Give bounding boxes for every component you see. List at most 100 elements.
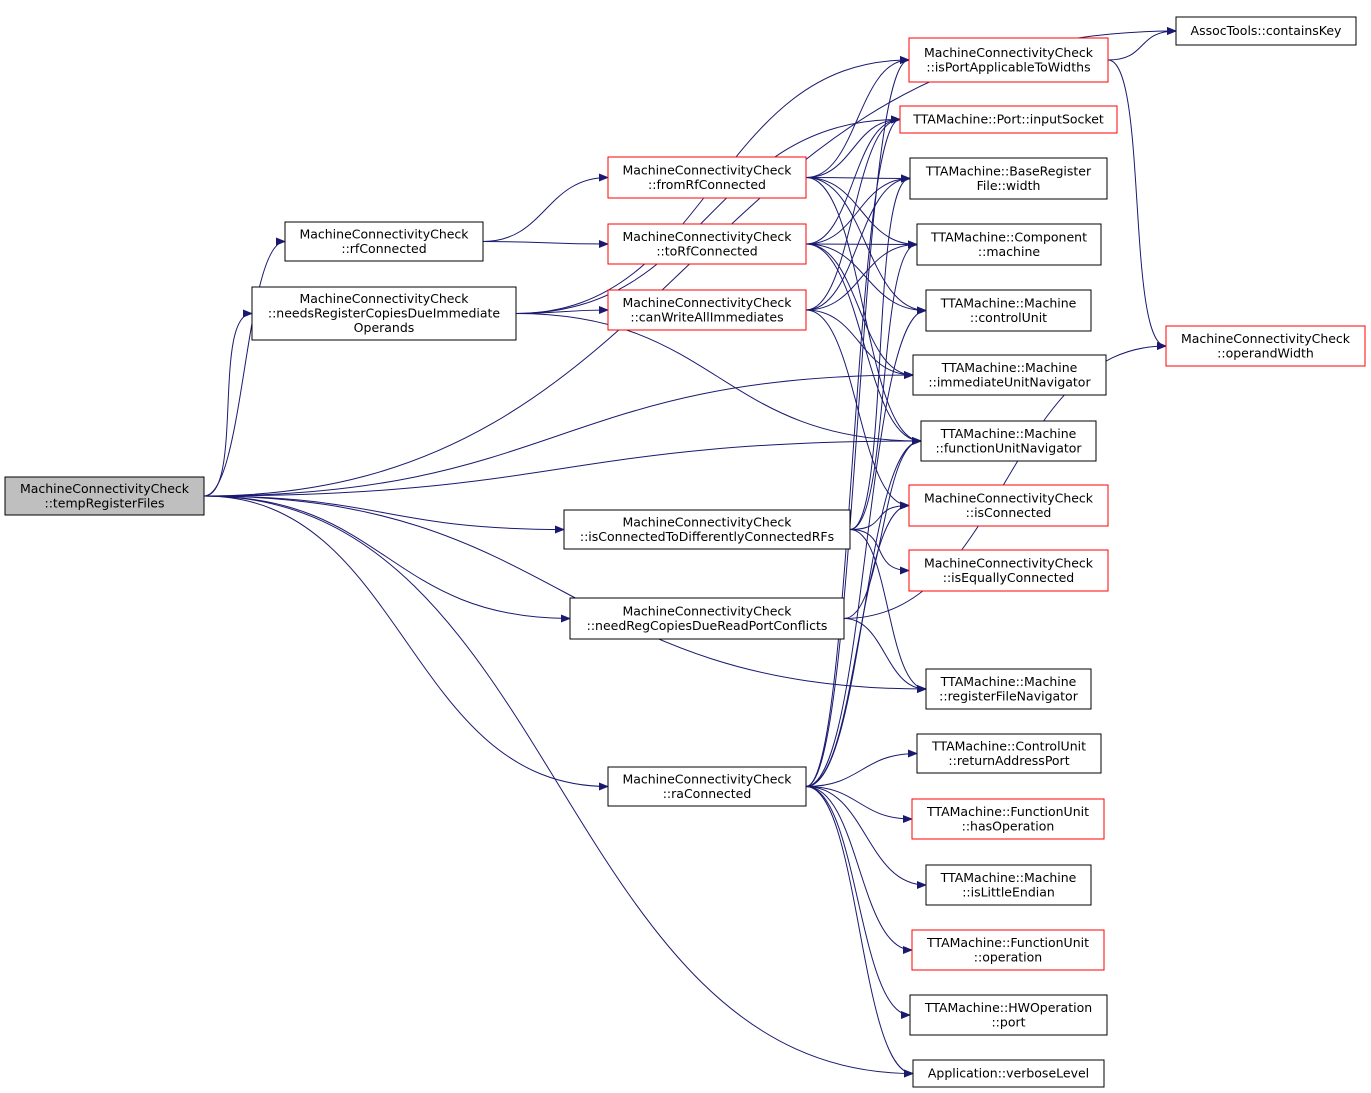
- node-label-line: MachineConnectivityCheck: [622, 229, 792, 244]
- node-label-line: ::registerFileNavigator: [939, 688, 1079, 703]
- edge-can-write-all-immediates-to-bwidth: [805, 174, 911, 311]
- edge-is-port-applicable-to-widths-to-contains-key: [1107, 27, 1177, 61]
- nodes-layer: MachineConnectivityCheck::tempRegisterFi…: [4, 16, 1366, 1088]
- node-label-line: TTAMachine::Machine: [941, 360, 1078, 375]
- node-box: [563, 509, 851, 550]
- node-contains-key[interactable]: AssocTools::containsKey: [1175, 16, 1357, 46]
- node-label-line: MachineConnectivityCheck: [924, 555, 1094, 570]
- node-label-line: MachineConnectivityCheck: [622, 603, 792, 618]
- edge-temp-register-files-to-register-file-navigator: [203, 495, 927, 693]
- node-register-file-navigator[interactable]: TTAMachine::Machine::registerFileNavigat…: [925, 668, 1092, 710]
- node-label-line: ::isConnectedToDifferentlyConnectedRFs: [580, 529, 834, 544]
- edge-can-write-all-immediates-to-immediate-unit-navigator: [805, 309, 914, 379]
- node-box: [925, 289, 1092, 332]
- node-has-operation[interactable]: TTAMachine::FunctionUnit::hasOperation: [911, 798, 1105, 840]
- node-label-line: ::rfConnected: [341, 241, 426, 256]
- edge-to-rf-connected-to-immediate-unit-navigator: [805, 243, 914, 379]
- node-label-line: ::raConnected: [663, 786, 752, 801]
- node-label-line: ::hasOperation: [962, 818, 1055, 833]
- edge-temp-register-files-to-ra-connected: [203, 495, 609, 791]
- node-ra-connected[interactable]: MachineConnectivityCheck::raConnected: [607, 766, 807, 807]
- node-label-line: ::toRfConnected: [656, 243, 757, 258]
- node-box: [911, 798, 1105, 840]
- edge-ra-connected-to-has-operation: [805, 786, 913, 823]
- node-label-line: ::fromRfConnected: [648, 177, 766, 192]
- node-label-line: MachineConnectivityCheck: [20, 481, 190, 496]
- node-label-line: ::port: [991, 1014, 1025, 1029]
- node-needs-register-copies-due-immediate-operands[interactable]: MachineConnectivityCheck::needsRegisterC…: [251, 286, 517, 341]
- node-label-line: ::isPortApplicableToWidths: [926, 59, 1090, 74]
- node-operand-width[interactable]: MachineConnectivityCheck::operandWidth: [1165, 325, 1366, 367]
- node-label-line: ::canWriteAllImmediates: [630, 309, 783, 324]
- node-label-line: MachineConnectivityCheck: [622, 514, 792, 529]
- node-hwport[interactable]: TTAMachine::HWOperation::port: [909, 994, 1108, 1036]
- node-label-line: TTAMachine::FunctionUnit: [926, 935, 1089, 950]
- node-fuoperation[interactable]: TTAMachine::FunctionUnit::operation: [911, 929, 1105, 971]
- edge-is-connected-to-differently-connected-rfs-to-is-equally-connected: [849, 529, 910, 575]
- edge-temp-register-files-to-function-unit-navigator: [203, 437, 922, 497]
- edge-can-write-all-immediates-to-cmachine: [805, 240, 918, 311]
- node-label-line: ::needRegCopiesDueReadPortConflicts: [587, 618, 828, 633]
- node-from-rf-connected[interactable]: MachineConnectivityCheck::fromRfConnecte…: [607, 156, 807, 199]
- node-label-line: ::isEquallyConnected: [943, 570, 1074, 585]
- node-return-address-port[interactable]: TTAMachine::ControlUnit::returnAddressPo…: [916, 733, 1102, 774]
- node-label-line: MachineConnectivityCheck: [299, 291, 469, 306]
- edge-needs-register-copies-due-immediate-operands-to-function-unit-navigator: [515, 313, 922, 445]
- node-label-line: ::controlUnit: [970, 310, 1047, 325]
- edge-ra-connected-to-input-socket: [805, 115, 901, 787]
- node-label-line: TTAMachine::Port::inputSocket: [912, 112, 1104, 127]
- node-box: [925, 864, 1092, 906]
- node-control-unit[interactable]: TTAMachine::Machine::controlUnit: [925, 289, 1092, 332]
- node-box: [916, 733, 1102, 774]
- node-rf-connected[interactable]: MachineConnectivityCheck::rfConnected: [284, 221, 484, 262]
- node-label-line: MachineConnectivityCheck: [622, 295, 792, 310]
- node-need-reg-copies-due-read-port-conflicts[interactable]: MachineConnectivityCheck::needRegCopiesD…: [569, 597, 845, 640]
- node-box: [909, 157, 1108, 200]
- edge-from-rf-connected-to-is-port-applicable-to-widths: [805, 56, 910, 178]
- edge-temp-register-files-to-verbose-level: [203, 495, 914, 1078]
- node-box: [925, 668, 1092, 710]
- edge-temp-register-files-to-rf-connected: [203, 237, 286, 497]
- node-is-connected-to-differently-connected-rfs[interactable]: MachineConnectivityCheck::isConnectedToD…: [563, 509, 851, 550]
- edge-to-rf-connected-to-input-socket: [805, 115, 901, 245]
- node-label-line: MachineConnectivityCheck: [622, 771, 792, 786]
- node-input-socket[interactable]: TTAMachine::Port::inputSocket: [899, 105, 1118, 134]
- edge-ra-connected-to-hwport: [805, 786, 911, 1019]
- node-is-port-applicable-to-widths[interactable]: MachineConnectivityCheck::isPortApplicab…: [908, 37, 1109, 83]
- node-box: [251, 286, 517, 341]
- node-is-little-endian[interactable]: TTAMachine::Machine::isLittleEndian: [925, 864, 1092, 906]
- node-box: [911, 929, 1105, 971]
- edge-is-connected-to-differently-connected-rfs-to-is-connected: [849, 501, 910, 530]
- edge-is-connected-to-differently-connected-rfs-to-bwidth: [849, 174, 911, 530]
- edge-ra-connected-to-control-unit: [805, 306, 927, 787]
- node-box: [607, 156, 807, 199]
- edge-needs-register-copies-due-immediate-operands-to-input-socket: [515, 115, 901, 314]
- edge-need-reg-copies-due-read-port-conflicts-to-function-unit-navigator: [843, 437, 922, 619]
- node-box: [920, 420, 1097, 462]
- node-is-connected[interactable]: MachineConnectivityCheck::isConnected: [908, 484, 1109, 527]
- node-label-line: TTAMachine::HWOperation: [924, 1000, 1092, 1015]
- node-temp-register-files[interactable]: MachineConnectivityCheck::tempRegisterFi…: [4, 476, 205, 516]
- node-function-unit-navigator[interactable]: TTAMachine::Machine::functionUnitNavigat…: [920, 420, 1097, 462]
- edge-from-rf-connected-to-cmachine: [805, 177, 918, 249]
- edge-temp-register-files-to-need-reg-copies-due-read-port-conflicts: [203, 495, 571, 623]
- edge-is-connected-to-differently-connected-rfs-to-register-file-navigator: [849, 529, 927, 693]
- node-can-write-all-immediates[interactable]: MachineConnectivityCheck::canWriteAllImm…: [607, 289, 807, 331]
- edge-rf-connected-to-from-rf-connected: [482, 173, 609, 242]
- node-is-equally-connected[interactable]: MachineConnectivityCheck::isEquallyConne…: [908, 549, 1109, 592]
- edge-ra-connected-to-is-port-applicable-to-widths: [805, 56, 910, 787]
- node-box: [1165, 325, 1366, 367]
- edge-rf-connected-to-to-rf-connected: [482, 239, 609, 248]
- node-cmachine[interactable]: TTAMachine::Component::machine: [916, 223, 1102, 266]
- edge-need-reg-copies-due-read-port-conflicts-to-operand-width: [843, 342, 1167, 619]
- node-immediate-unit-navigator[interactable]: TTAMachine::Machine::immediateUnitNaviga…: [912, 354, 1107, 396]
- node-to-rf-connected[interactable]: MachineConnectivityCheck::toRfConnected: [607, 223, 807, 265]
- node-verbose-level[interactable]: Application::verboseLevel: [912, 1059, 1105, 1088]
- node-label-line: ::machine: [978, 244, 1040, 259]
- node-label-line: TTAMachine::BaseRegister: [925, 163, 1092, 178]
- edge-ra-connected-to-is-little-endian: [805, 786, 927, 889]
- node-box: [912, 354, 1107, 396]
- node-box: [899, 105, 1118, 134]
- node-box: [908, 549, 1109, 592]
